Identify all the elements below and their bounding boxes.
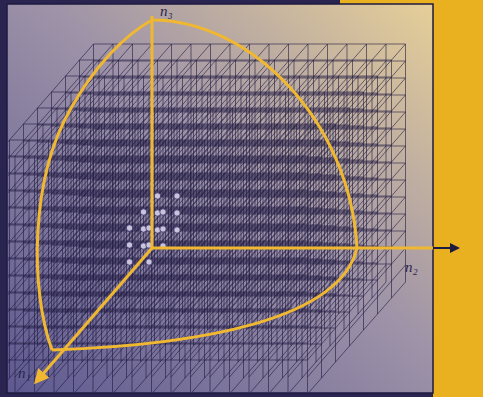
grid-line — [8, 44, 94, 156]
axis-n2 — [152, 247, 433, 250]
grid-line — [8, 197, 94, 309]
lattice-grid — [8, 44, 406, 392]
octant-sphere — [37, 20, 357, 350]
sphere-arc — [37, 20, 152, 350]
grid-line — [8, 265, 94, 377]
grid-line — [8, 180, 94, 292]
axes — [36, 16, 433, 382]
sphere-arc — [152, 20, 357, 248]
grid-line — [191, 44, 289, 156]
axis-arrow — [433, 247, 458, 249]
grid-line — [152, 44, 250, 156]
axis-n3 — [151, 16, 154, 248]
grid-line — [132, 44, 230, 156]
grid-line — [308, 44, 406, 156]
lattice-point — [174, 193, 180, 199]
grid-line — [288, 44, 386, 156]
grid-line — [35, 44, 133, 156]
lattice-point — [174, 227, 180, 233]
lattice-point — [126, 259, 132, 265]
grid-line — [113, 44, 211, 156]
panel — [7, 4, 433, 393]
grid-line — [8, 129, 94, 241]
grid-line — [8, 231, 94, 343]
lattice-point — [154, 193, 160, 199]
grid-line — [171, 44, 269, 156]
axis-label: n₁ — [18, 366, 31, 381]
grid-line — [8, 214, 94, 326]
lattice-point — [160, 209, 166, 215]
grid-line — [93, 44, 191, 156]
side-band — [433, 0, 483, 397]
grid-line — [230, 44, 328, 156]
lattice-point — [126, 225, 132, 231]
axis-n1 — [36, 248, 152, 382]
lattice-point — [126, 242, 132, 248]
grid-line — [8, 146, 94, 258]
lattice-point — [174, 210, 180, 216]
sphere-arc — [52, 248, 357, 350]
lattice-point — [140, 209, 146, 215]
grid-line — [269, 44, 367, 156]
grid-line — [8, 163, 94, 275]
axis-label: n₂ — [405, 260, 418, 275]
grid-line — [8, 112, 94, 224]
lattice-point — [160, 226, 166, 232]
lattice-point — [146, 259, 152, 265]
grid-line — [74, 44, 172, 156]
axis-label: n₃ — [160, 4, 173, 19]
grid-line — [15, 44, 113, 156]
